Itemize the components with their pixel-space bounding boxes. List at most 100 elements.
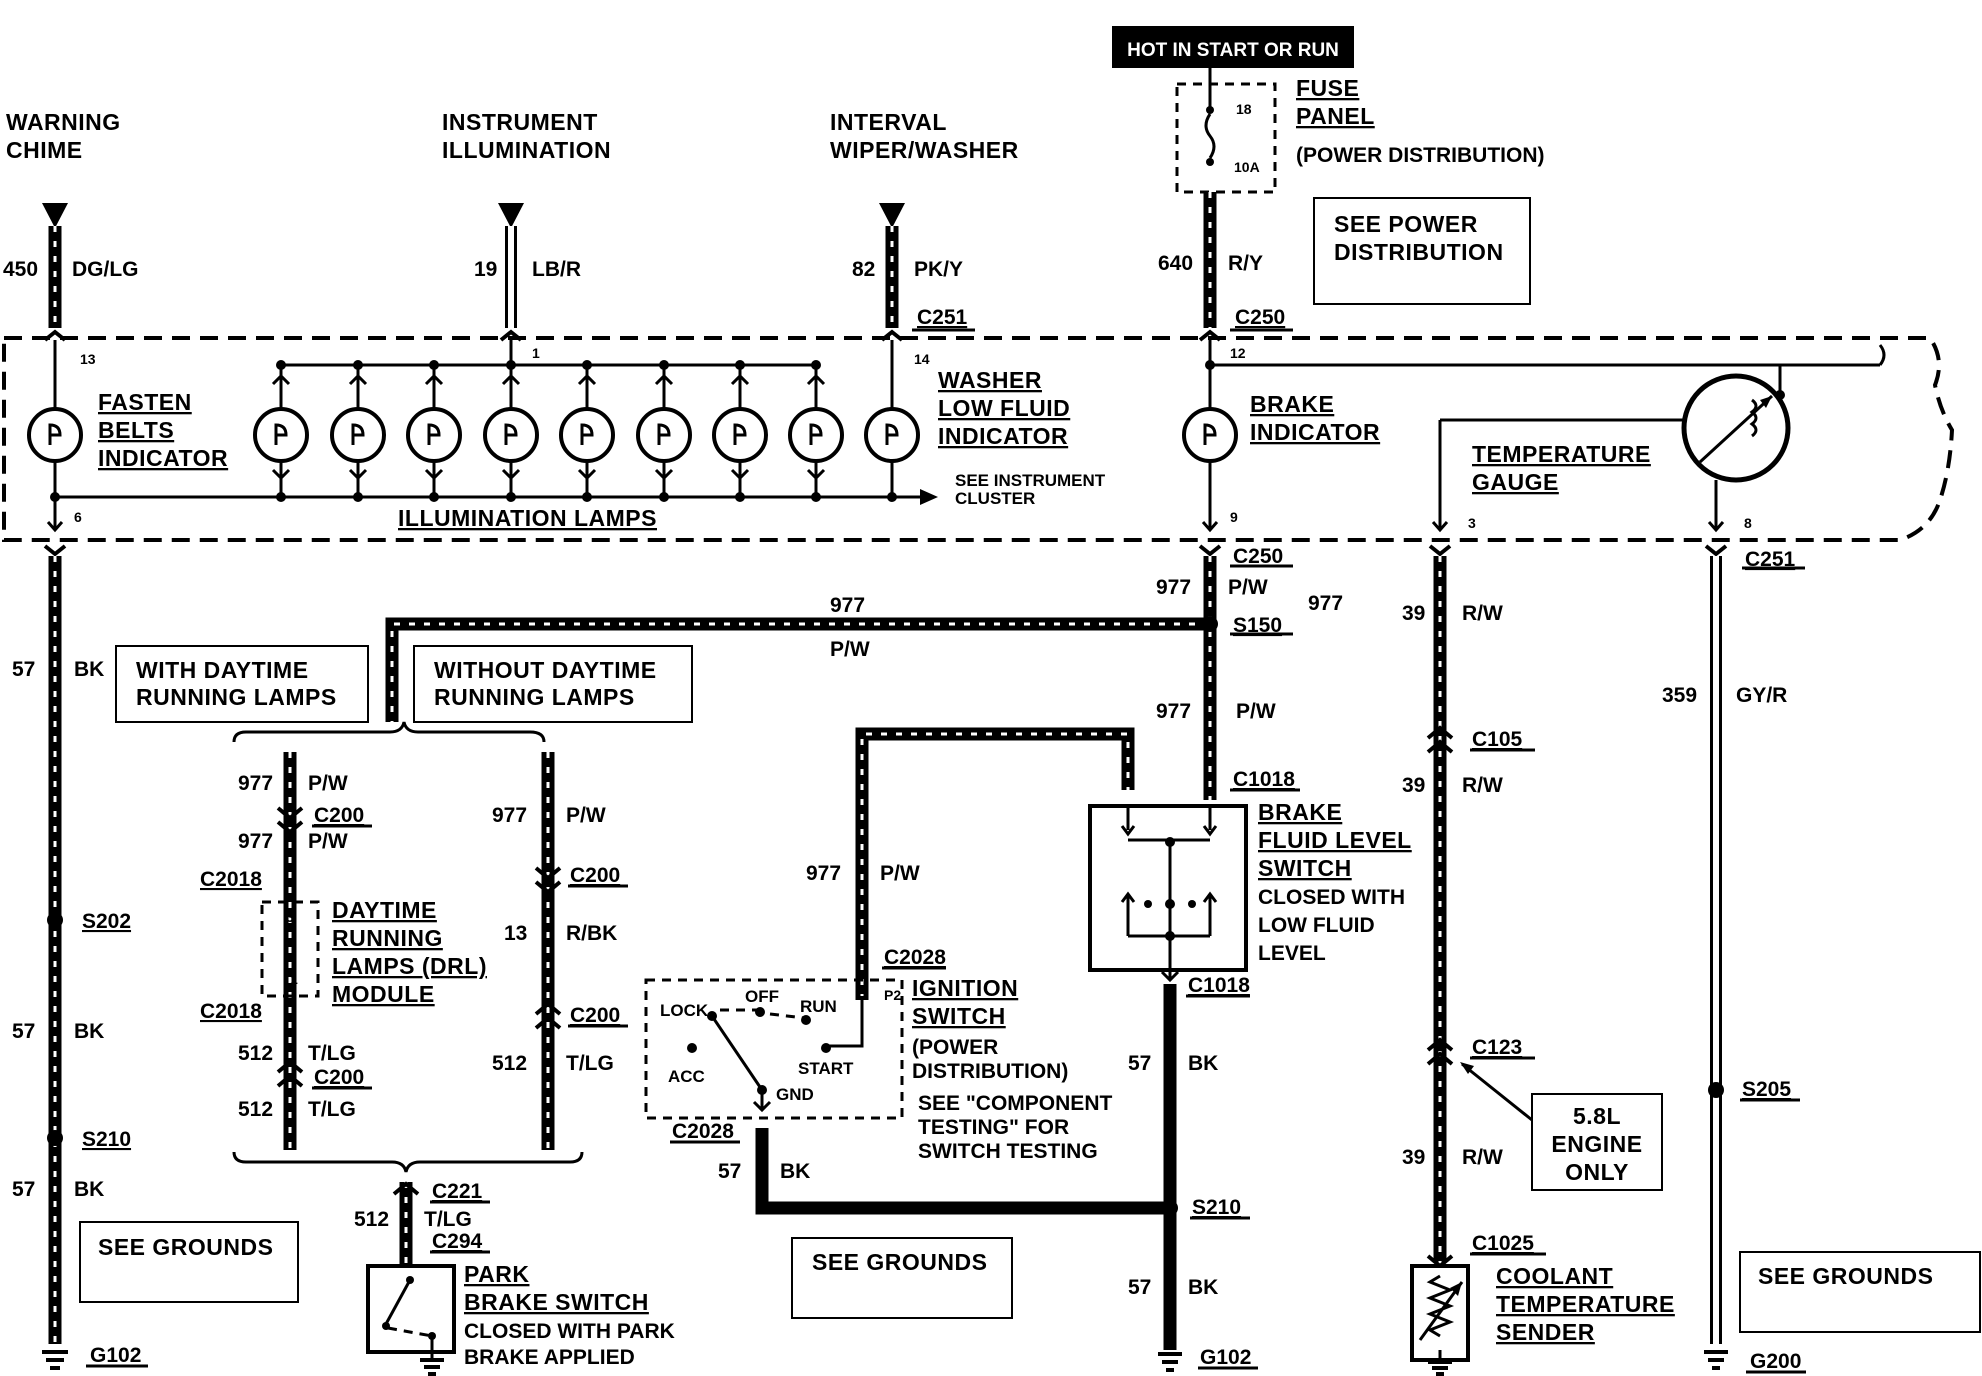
ignition-see-2: TESTING" FOR xyxy=(918,1116,1069,1139)
arrow-warning-chime xyxy=(42,203,68,228)
with-drl-box xyxy=(115,645,369,723)
fuse-label-3: (POWER DISTRIBUTION) xyxy=(1296,144,1544,167)
drl-pin-1: 1 xyxy=(290,971,298,987)
wire-19-color: LB/R xyxy=(532,258,581,281)
engine-note-box xyxy=(1531,1093,1663,1191)
illumination-lamp-icon xyxy=(712,360,768,502)
wire-57b-color: BK xyxy=(74,1020,104,1043)
wire-977-ign-number: 977 xyxy=(806,862,841,885)
splice-s210-left xyxy=(47,1130,63,1146)
wire-57-brake2-number: 57 xyxy=(1128,1276,1151,1299)
wire-977-nodrl-number: 977 xyxy=(492,804,527,827)
without-drl-box xyxy=(413,645,693,723)
illumination-lamp-icon xyxy=(636,360,692,502)
pin-6: 6 xyxy=(74,509,82,525)
splice-s202-label: S202 xyxy=(82,910,131,933)
wire-977-bus-color: P/W xyxy=(830,638,870,661)
ignition-label: IGNITION xyxy=(912,975,1018,1001)
pin-3: 3 xyxy=(1468,515,1476,531)
pin-9: 9 xyxy=(1230,509,1238,525)
ground-g200-icon xyxy=(1704,1350,1728,1370)
illumination-lamp-icon xyxy=(253,360,309,502)
see-grounds-left: SEE GROUNDS xyxy=(98,1234,273,1260)
coolant-label-2: TEMPERATURE xyxy=(1496,1291,1675,1317)
without-drl-line2: RUNNING LAMPS xyxy=(434,684,635,710)
interval-wiper-label-2: WIPER/WASHER xyxy=(830,137,1019,163)
connector-c294: C294 xyxy=(432,1230,483,1253)
illumination-lamps-icons xyxy=(253,360,844,502)
wire-57a-number: 57 xyxy=(12,658,35,681)
wire-512-drl1-number: 512 xyxy=(238,1042,273,1065)
engine-note-line2: ENGINE xyxy=(1551,1131,1642,1157)
ignition-acc-label: ACC xyxy=(668,1067,705,1086)
hot-banner-bg xyxy=(1112,26,1354,68)
illumination-lamp-icon xyxy=(406,360,462,502)
engine-note-line1: 5.8L xyxy=(1573,1103,1621,1129)
wire-57c-number: 57 xyxy=(12,1178,35,1201)
fuse-icon xyxy=(1204,86,1216,166)
fasten-belts-label-3: INDICATOR xyxy=(98,445,228,471)
wire-512-nodrl-number: 512 xyxy=(492,1052,527,1075)
see-grounds-mid-box xyxy=(791,1237,1013,1319)
splice-s205-label: S205 xyxy=(1742,1078,1791,1101)
wire-39c-color: R/W xyxy=(1462,1146,1503,1169)
brake-fluid-label: BRAKE xyxy=(1258,799,1342,825)
drl-module-label-2: RUNNING xyxy=(332,925,443,951)
temperature-gauge-label-2: GAUGE xyxy=(1472,469,1559,495)
wire-512-nodrl-color: T/LG xyxy=(566,1052,614,1075)
wire-82-color: PK/Y xyxy=(914,258,963,281)
wire-57-brake-color: BK xyxy=(1188,1052,1218,1075)
washer-label-3: INDICATOR xyxy=(938,423,1068,449)
pin-1: 1 xyxy=(532,345,540,361)
brake-fluid-label-4: CLOSED WITH xyxy=(1258,886,1405,909)
coolant-label-3: SENDER xyxy=(1496,1319,1595,1345)
connector-c1018-bottom: C1018 xyxy=(1188,974,1250,997)
interval-wiper-label: INTERVAL xyxy=(830,109,947,135)
illumination-lamp-icon xyxy=(483,360,539,502)
wire-640-color: R/Y xyxy=(1228,252,1263,275)
wire-57b-number: 57 xyxy=(12,1020,35,1043)
instrument-cluster-box xyxy=(2,336,1955,542)
fuse-rating: 10A xyxy=(1234,159,1260,175)
connectors-bottom-cluster xyxy=(43,544,1728,557)
wire-39b-color: R/W xyxy=(1462,774,1503,797)
wire-512-park-color: T/LG xyxy=(424,1208,472,1231)
wire-57-brake2-color: BK xyxy=(1188,1276,1218,1299)
pin-13: 13 xyxy=(80,351,96,367)
connector-c200-c: C200 xyxy=(570,864,620,887)
fuse-label-1: FUSE xyxy=(1296,75,1359,101)
wire-977-drl1-number: 977 xyxy=(238,772,273,795)
park-brake-label-4: BRAKE APPLIED xyxy=(464,1346,635,1369)
brake-fluid-label-5: LOW FLUID xyxy=(1258,914,1375,937)
park-brake-label: PARK xyxy=(464,1261,529,1287)
wire-512-drl1-color: T/LG xyxy=(308,1042,356,1065)
ignition-lock-label: LOCK xyxy=(660,1001,709,1020)
wire-19-number: 19 xyxy=(474,258,497,281)
warning-chime-label-2: CHIME xyxy=(6,137,83,163)
ground-coolant-icon xyxy=(1428,1360,1452,1376)
wire-977-drl1-color: P/W xyxy=(308,772,348,795)
brake-fluid-label-3: SWITCH xyxy=(1258,855,1352,881)
illumination-lamp-icon xyxy=(330,360,386,502)
ignition-gnd-label: GND xyxy=(776,1085,814,1104)
drl-pin-3: 3 xyxy=(286,909,294,925)
wire-450-color: DG/LG xyxy=(72,258,139,281)
wire-57c-color: BK xyxy=(74,1178,104,1201)
connector-c2028-top: C2028 xyxy=(884,946,946,969)
wire-39c-number: 39 xyxy=(1402,1146,1425,1169)
coolant-label: COOLANT xyxy=(1496,1263,1613,1289)
splice-s150-label: S150 xyxy=(1233,614,1282,637)
illumination-lamp-icon xyxy=(559,360,615,502)
arrow-instrument-illumination xyxy=(498,203,524,228)
washer-label: WASHER xyxy=(938,367,1042,393)
wire-512-drl2-color: T/LG xyxy=(308,1098,356,1121)
connector-c105: C105 xyxy=(1472,728,1523,751)
temperature-gauge-icon xyxy=(1681,373,1791,483)
wire-57-brake-number: 57 xyxy=(1128,1052,1151,1075)
splice-s210-left-label: S210 xyxy=(82,1128,131,1151)
ground-g102-mid-icon xyxy=(1158,1352,1182,1372)
wire-39b-number: 39 xyxy=(1402,774,1425,797)
arrow-interval-wiper xyxy=(879,203,905,228)
ground-g102-left-icon xyxy=(42,1350,68,1370)
wire-39a-number: 39 xyxy=(1402,602,1425,625)
